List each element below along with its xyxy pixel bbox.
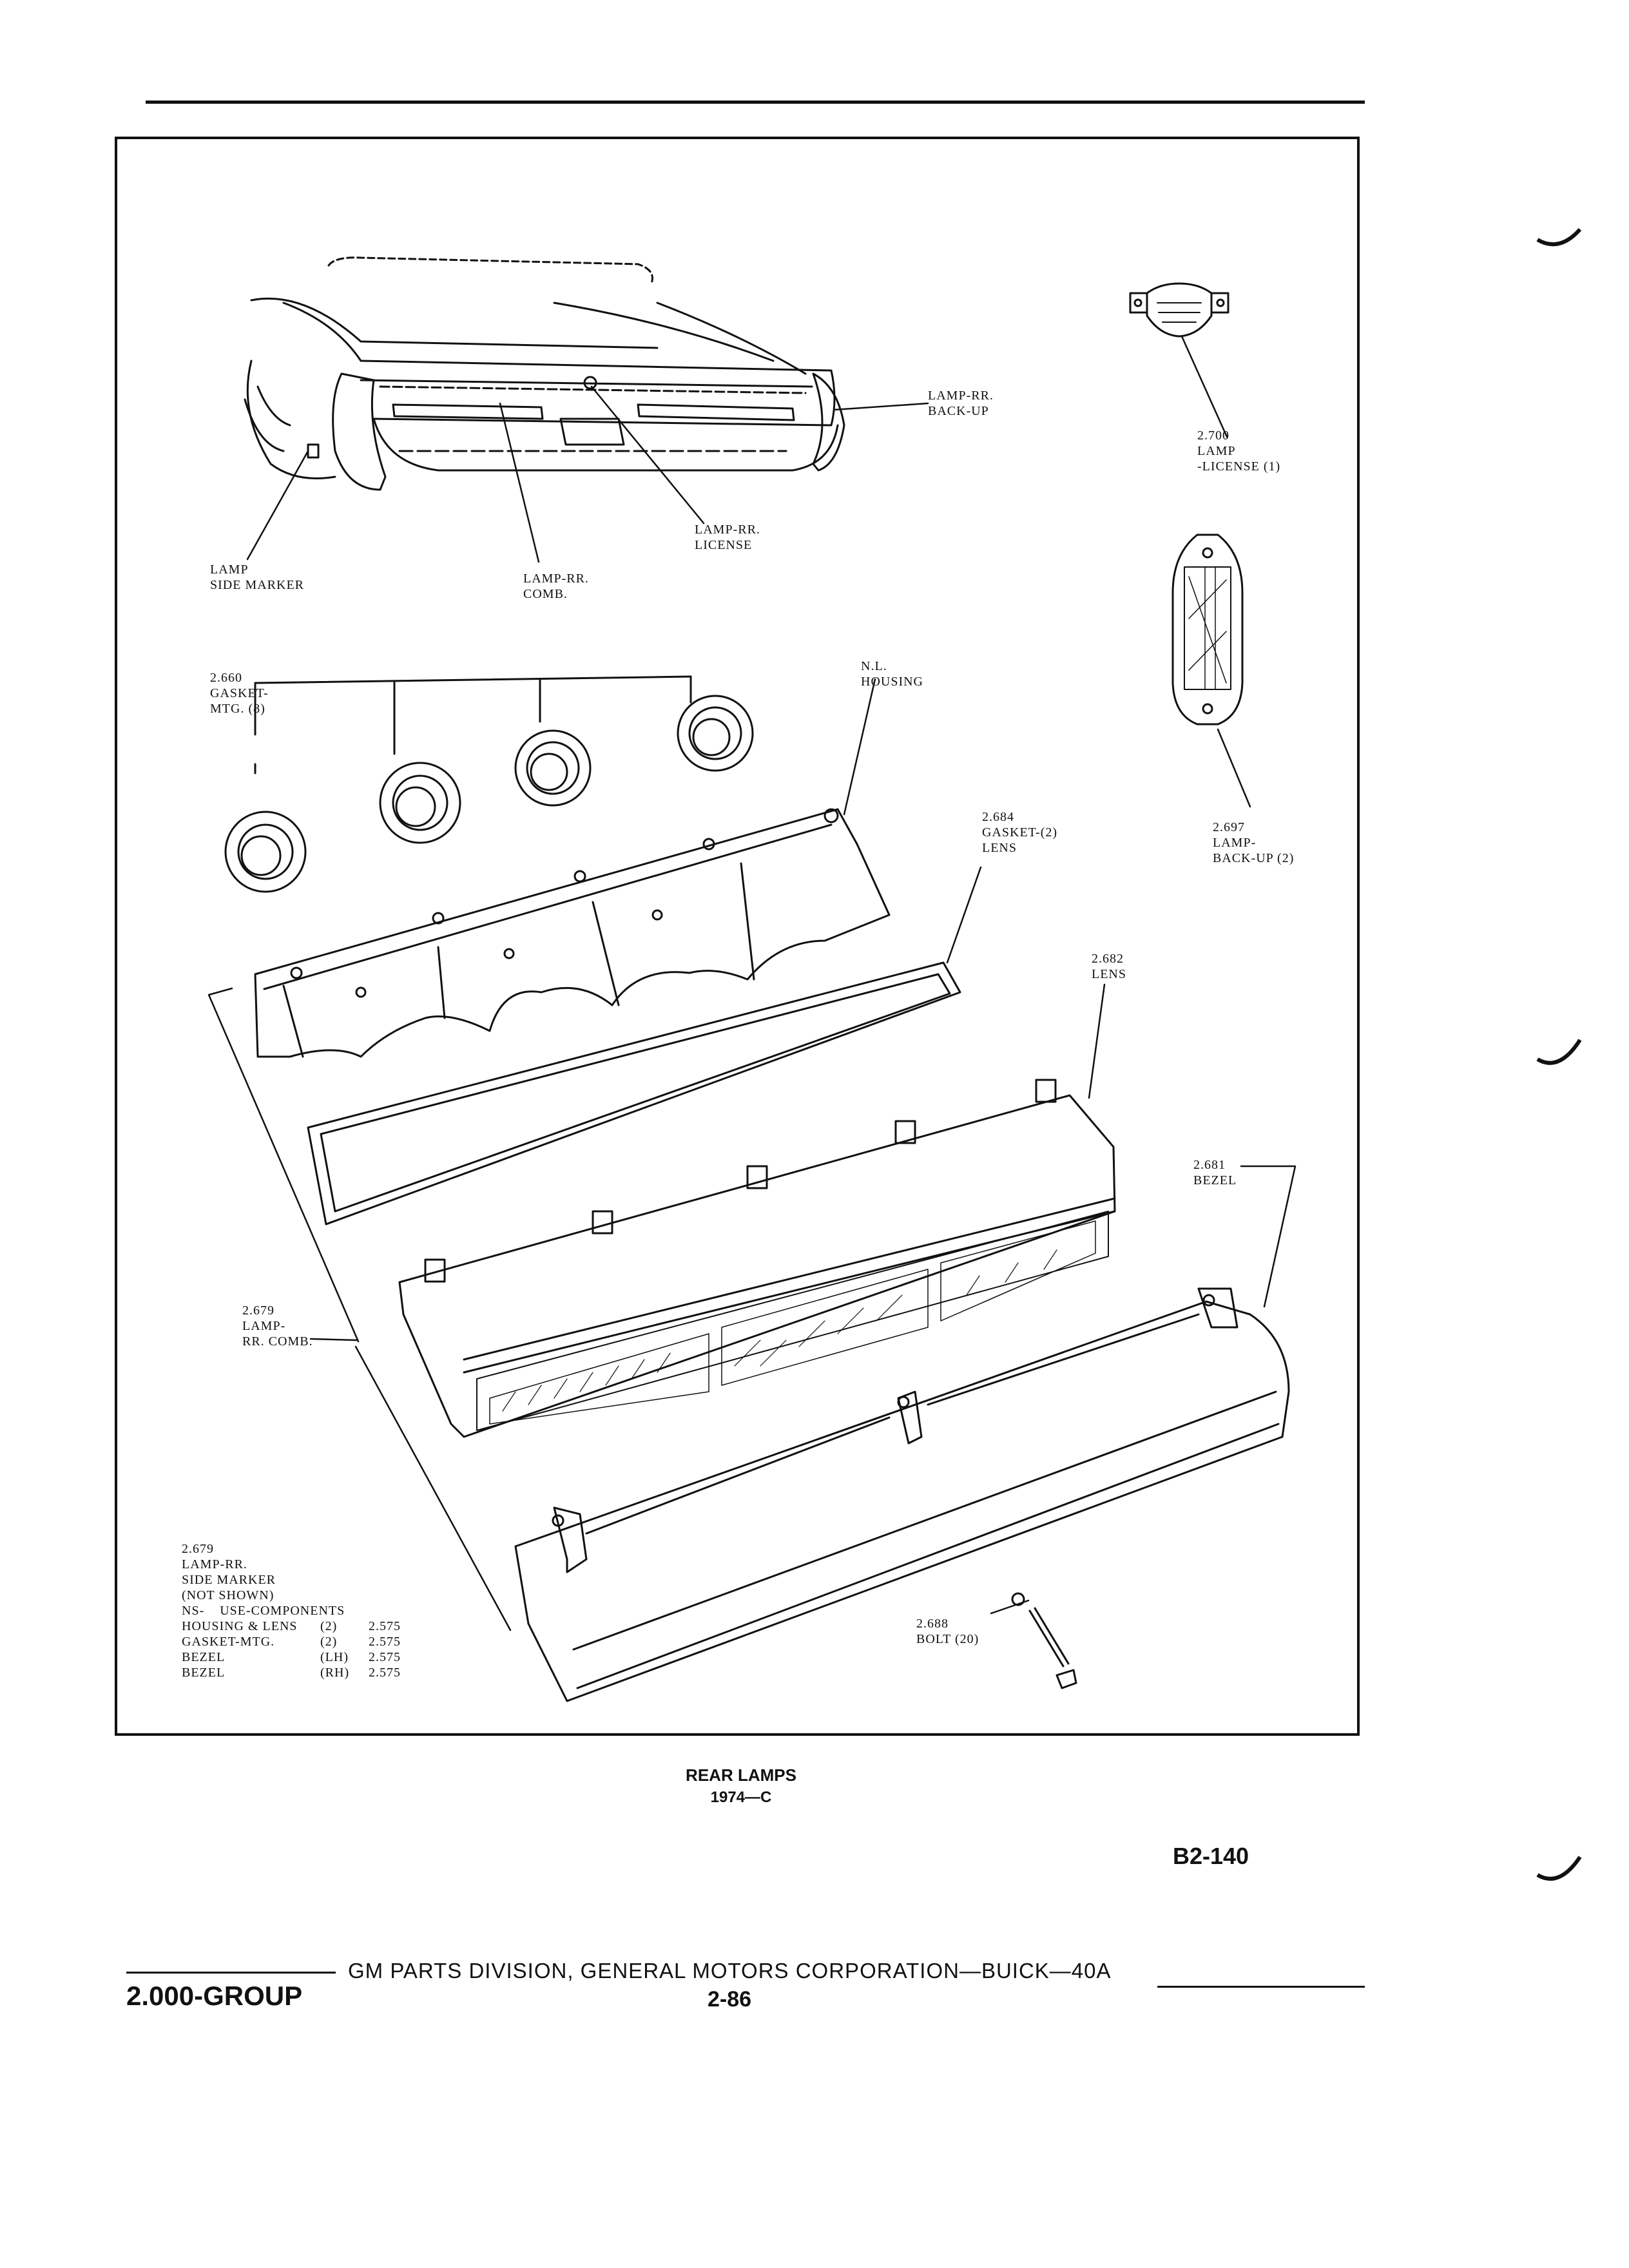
- ns-name: BEZEL: [182, 1650, 226, 1664]
- label-line: LENS: [982, 841, 1017, 855]
- gasket-rings: [224, 675, 754, 893]
- ns-row: BEZEL (RH) 2.575: [182, 1665, 401, 1680]
- ns-components-table: HOUSING & LENS (2) 2.575 GASKET-MTG. (2)…: [182, 1619, 401, 1680]
- label-lamp-rr-backup-ref: LAMP-RR. BACK-UP: [928, 388, 994, 419]
- label-line: LICENSE: [695, 538, 753, 552]
- part-number: 2.688: [916, 1617, 949, 1631]
- page-number: 2-86: [708, 1987, 752, 2012]
- label-line: N.L.: [861, 659, 887, 673]
- division-line: GM PARTS DIVISION, GENERAL MOTORS CORPOR…: [348, 1959, 1112, 1983]
- ns-name: BEZEL: [182, 1666, 226, 1680]
- diagram-frame: [115, 137, 1360, 1736]
- part-number: 2.700: [1197, 428, 1229, 443]
- label-line: MTG. (8): [210, 702, 265, 716]
- label-line: LAMP-RR.: [928, 389, 994, 403]
- ns-ref: 2.575: [369, 1650, 401, 1664]
- ns-row: HOUSING & LENS (2) 2.575: [182, 1619, 401, 1634]
- label-line: LAMP-: [242, 1319, 286, 1333]
- label-lamp-rr-license-ref: LAMP-RR. LICENSE: [695, 522, 760, 553]
- label-line: BOLT (20): [916, 1632, 979, 1646]
- bezel-illustration: [514, 1287, 1290, 1702]
- ns-row: BEZEL (LH) 2.575: [182, 1649, 401, 1665]
- part-number: 2.697: [1213, 820, 1245, 834]
- license-lamp-illustration: [1129, 282, 1229, 338]
- label-line: SIDE MARKER: [182, 1573, 276, 1587]
- lens-gasket-frame: [307, 961, 961, 1225]
- ns-name: HOUSING & LENS: [182, 1619, 298, 1633]
- top-rule: [146, 101, 1365, 104]
- label-line: LAMP-RR.: [523, 572, 589, 586]
- lamp-comb-illustration: [398, 1079, 1116, 1438]
- backup-lamp-illustration: [1171, 533, 1244, 726]
- ns-note-header: 2.679 LAMP-RR. SIDE MARKER (NOT SHOWN) N…: [182, 1541, 345, 1619]
- label-nl-housing: N.L. HOUSING: [861, 658, 923, 689]
- label-line: (NOT SHOWN): [182, 1588, 275, 1602]
- part-number: 2.679: [182, 1542, 214, 1556]
- caption-title: REAR LAMPS: [686, 1765, 796, 1785]
- label-lamp-rr-comb-ref: LAMP-RR. COMB.: [523, 571, 589, 602]
- group-code: 2.000-GROUP: [126, 1981, 303, 2011]
- part-number: 2.682: [1092, 952, 1124, 966]
- footer-rule-left: [126, 1972, 336, 1974]
- label-line: LAMP: [1197, 444, 1236, 458]
- caption-subtitle: 1974—C: [710, 1789, 772, 1806]
- bolt-illustration: [1011, 1592, 1077, 1689]
- ns-row: GASKET-MTG. (2) 2.575: [182, 1634, 401, 1649]
- label-lens: 2.682 LENS: [1092, 951, 1126, 982]
- label-bezel: 2.681 BEZEL: [1193, 1157, 1237, 1188]
- label-line: LAMP: [210, 562, 249, 577]
- label-line: NS- USE-COMPONENTS: [182, 1604, 345, 1618]
- label-line: SIDE MARKER: [210, 578, 305, 592]
- label-lamp-side-marker-ref: LAMP SIDE MARKER: [210, 562, 304, 593]
- housing-illustration: [254, 808, 891, 1058]
- ns-qty: (2): [320, 1635, 338, 1649]
- ns-ref: 2.575: [369, 1619, 401, 1633]
- figure-code: B2-140: [1173, 1843, 1249, 1869]
- part-number: 2.681: [1193, 1158, 1226, 1172]
- label-line: COMB.: [523, 587, 568, 601]
- label-line: HOUSING: [861, 675, 923, 689]
- leader-lines: [207, 335, 1296, 1631]
- ns-qty: (2): [320, 1619, 338, 1633]
- car-rear-illustration: [244, 256, 845, 491]
- label-lamp-backup-part: 2.697 LAMP- BACK-UP (2): [1213, 820, 1294, 866]
- part-number: 2.679: [242, 1303, 275, 1318]
- label-line: LENS: [1092, 967, 1126, 981]
- label-lamp-license-part: 2.700 LAMP -LICENSE (1): [1197, 428, 1280, 474]
- part-number: 2.684: [982, 810, 1014, 824]
- label-line: LAMP-: [1213, 836, 1257, 850]
- label-line: RR. COMB.: [242, 1334, 313, 1349]
- footer-rule-right: [1157, 1986, 1365, 1988]
- label-line: BACK-UP (2): [1213, 851, 1295, 865]
- label-line: LAMP-RR.: [182, 1557, 247, 1571]
- ns-qty: (RH): [320, 1666, 350, 1680]
- label-line: BEZEL: [1193, 1173, 1237, 1187]
- label-bolt: 2.688 BOLT (20): [916, 1616, 979, 1647]
- label-line: BACK-UP: [928, 404, 989, 418]
- label-line: GASKET-: [210, 686, 269, 700]
- label-line: -LICENSE (1): [1197, 459, 1281, 474]
- label-line: LAMP-RR.: [695, 523, 760, 537]
- label-line: GASKET-(2): [982, 825, 1058, 840]
- ns-ref: 2.575: [369, 1666, 401, 1680]
- ns-name: GASKET-MTG.: [182, 1635, 275, 1649]
- ns-ref: 2.575: [369, 1635, 401, 1649]
- ns-qty: (LH): [320, 1650, 349, 1664]
- label-gasket-lens: 2.684 GASKET-(2) LENS: [982, 809, 1057, 856]
- part-number: 2.660: [210, 671, 242, 685]
- label-lamp-rr-comb-part: 2.679 LAMP- RR. COMB.: [242, 1303, 313, 1349]
- label-gasket-mtg: 2.660 GASKET- MTG. (8): [210, 670, 269, 716]
